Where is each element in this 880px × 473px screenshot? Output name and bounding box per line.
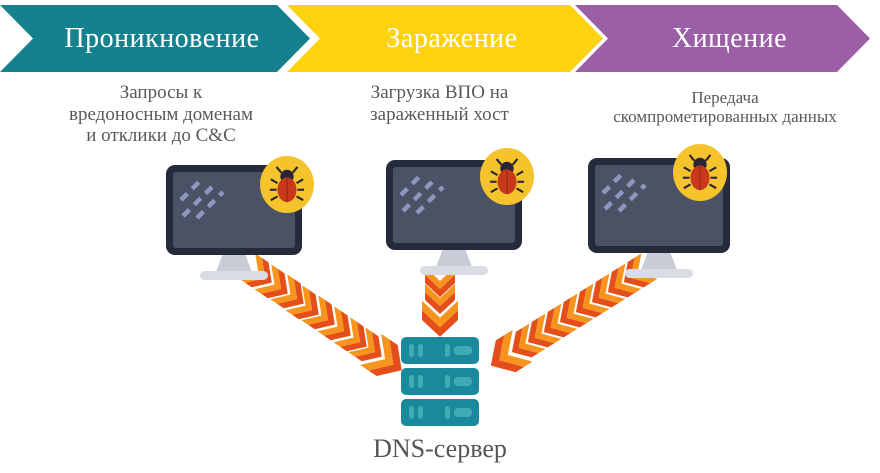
monitor-base bbox=[625, 269, 693, 278]
stage-description-penetration: Запросы к вредоносным доменам и отклики … bbox=[69, 82, 253, 147]
bug-badge bbox=[673, 144, 727, 201]
bug-badge bbox=[260, 156, 314, 213]
bug-badge bbox=[480, 148, 534, 205]
arrow-center-to-server bbox=[422, 267, 458, 337]
bug-icon bbox=[489, 157, 525, 194]
screen-glare-icon bbox=[601, 169, 647, 213]
monitor-screen bbox=[393, 167, 515, 243]
bug-icon bbox=[682, 153, 718, 190]
stage-description-infection: Загрузка ВПО на зараженный хост bbox=[370, 82, 509, 125]
server-unit bbox=[401, 399, 479, 426]
computer-monitor-icon bbox=[386, 148, 534, 275]
monitor-stand bbox=[436, 250, 472, 267]
stage-label-exfiltration: Хищение bbox=[671, 22, 788, 54]
monitor-base bbox=[200, 271, 268, 280]
stage-label-penetration: Проникновение bbox=[64, 22, 260, 54]
computer-monitor-icon bbox=[588, 144, 730, 278]
screen-glare-icon bbox=[399, 171, 445, 215]
monitor-base bbox=[420, 266, 488, 275]
server-unit bbox=[401, 368, 479, 395]
dns-server-label: DNS-сервер bbox=[373, 434, 507, 463]
stage-description-exfiltration: Передача скомпрометированных данных bbox=[613, 88, 837, 127]
server-stack-icon bbox=[401, 337, 479, 429]
bug-icon bbox=[269, 165, 305, 202]
server-unit bbox=[401, 337, 479, 364]
monitor-stand bbox=[216, 255, 252, 272]
screen-glare-icon bbox=[179, 176, 225, 220]
computer-monitor-icon bbox=[166, 156, 314, 280]
stage-label-infection: Заражение bbox=[386, 22, 518, 54]
stage-banner-exfiltration: Хищение bbox=[575, 5, 870, 72]
stage-banner-infection: Заражение bbox=[287, 5, 603, 72]
stage-banner-penetration: Проникновение bbox=[0, 5, 310, 72]
monitor-stand bbox=[641, 253, 677, 270]
